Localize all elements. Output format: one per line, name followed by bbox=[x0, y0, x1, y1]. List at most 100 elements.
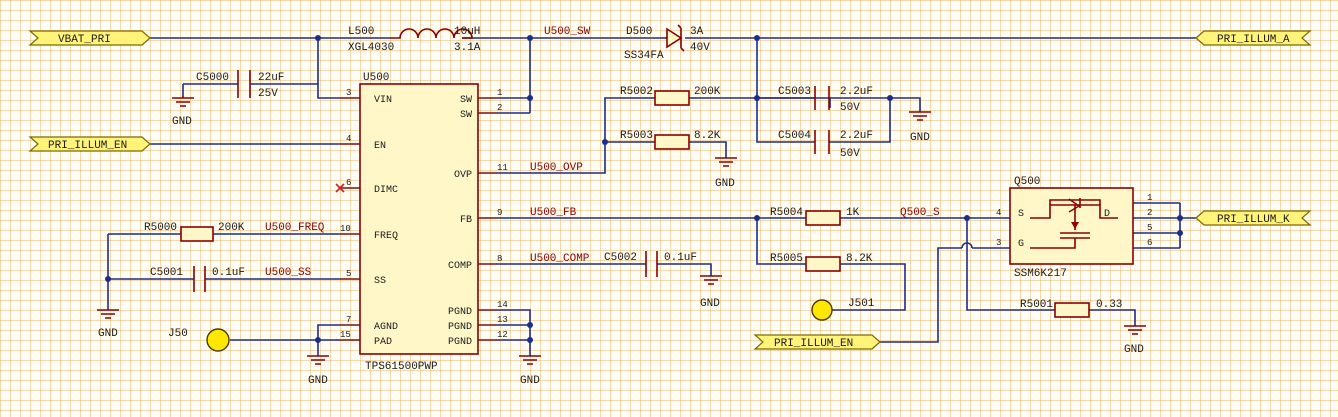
svg-text:GND: GND bbox=[1124, 344, 1144, 356]
port-pri-illum-a[interactable]: PRI_ILLUM_A bbox=[1195, 30, 1312, 46]
svg-text:SW: SW bbox=[460, 95, 472, 106]
svg-text:5: 5 bbox=[346, 269, 351, 279]
svg-text:FB: FB bbox=[460, 215, 472, 226]
port-pri-illum-en-bottom[interactable]: PRI_ILLUM_EN bbox=[753, 334, 881, 350]
svg-text:3.1A: 3.1A bbox=[454, 42, 481, 54]
svg-text:0.1uF: 0.1uF bbox=[212, 267, 245, 279]
svg-text:SS: SS bbox=[374, 276, 386, 287]
svg-text:0.33: 0.33 bbox=[1096, 299, 1122, 311]
svg-text:PRI_ILLUM_K: PRI_ILLUM_K bbox=[1217, 214, 1290, 226]
capacitor-c5000[interactable]: C5000 22uF 25V bbox=[196, 70, 284, 100]
inductor-l500[interactable]: L500 XGL4030 10uH 3.1A bbox=[348, 26, 481, 54]
svg-text:3: 3 bbox=[346, 88, 351, 98]
mosfet-part: SSM6K217 bbox=[1014, 268, 1067, 280]
capacitor-c5004[interactable]: C5004 2.2uF 50V bbox=[778, 130, 873, 160]
svg-text:SW: SW bbox=[460, 110, 472, 121]
resistor-r5002[interactable]: R5002 200K bbox=[620, 86, 721, 106]
svg-text:50V: 50V bbox=[840, 148, 860, 160]
ground-r5003: GND bbox=[715, 157, 737, 190]
svg-text:C5000: C5000 bbox=[196, 72, 229, 84]
ic-u500[interactable]: U500 TPS61500PWP 3 4 6 10 5 7 15 VIN EN … bbox=[340, 72, 508, 373]
port-vbat-pri[interactable]: VBAT_PRI bbox=[28, 30, 151, 46]
svg-text:15: 15 bbox=[340, 330, 351, 340]
svg-text:PGND: PGND bbox=[448, 307, 472, 318]
svg-text:12: 12 bbox=[497, 330, 508, 340]
svg-text:S: S bbox=[1018, 209, 1024, 220]
svg-text:R5000: R5000 bbox=[144, 222, 177, 234]
ground-agnd: GND bbox=[307, 355, 329, 387]
capacitor-c5002[interactable]: C5002 0.1uF bbox=[604, 251, 697, 277]
capacitor-c5003[interactable]: C5003 2.2uF 50V bbox=[778, 86, 873, 114]
svg-text:6: 6 bbox=[346, 178, 351, 188]
svg-text:2.2uF: 2.2uF bbox=[840, 86, 873, 98]
diode-d500[interactable]: D500 SS34FA 3A 40V bbox=[624, 24, 710, 62]
testpoint-j501[interactable]: J501 bbox=[811, 298, 875, 321]
ground-r5001: GND bbox=[1124, 325, 1146, 356]
svg-text:R5005: R5005 bbox=[770, 253, 803, 265]
svg-text:C5002: C5002 bbox=[604, 252, 637, 264]
svg-text:COMP: COMP bbox=[448, 261, 472, 272]
svg-text:R5002: R5002 bbox=[620, 86, 653, 98]
svg-text:GND: GND bbox=[700, 298, 720, 310]
svg-text:SS34FA: SS34FA bbox=[624, 50, 664, 62]
svg-text:PGND: PGND bbox=[448, 337, 472, 348]
resistor-r5001[interactable]: R5001 0.33 bbox=[1020, 299, 1122, 318]
capacitor-c5001[interactable]: C5001 0.1uF bbox=[150, 266, 245, 292]
svg-text:DIMC: DIMC bbox=[374, 185, 398, 196]
resistor-r5005[interactable]: R5005 8.2K bbox=[770, 253, 873, 272]
ground-left: GND bbox=[97, 309, 119, 340]
svg-text:PRI_ILLUM_EN: PRI_ILLUM_EN bbox=[774, 338, 853, 350]
svg-text:0.1uF: 0.1uF bbox=[664, 252, 697, 264]
ground-caps: GND bbox=[909, 111, 931, 144]
net-label-freq: U500_FREQ bbox=[265, 222, 325, 234]
resistor-r5004[interactable]: R5004 1K bbox=[770, 207, 860, 226]
svg-text:GND: GND bbox=[520, 375, 540, 387]
svg-text:22uF: 22uF bbox=[258, 72, 284, 84]
svg-text:EN: EN bbox=[374, 141, 386, 152]
svg-text:R5001: R5001 bbox=[1020, 299, 1053, 311]
ground-c5000: GND bbox=[172, 96, 194, 128]
svg-text:PRI_ILLUM_EN: PRI_ILLUM_EN bbox=[48, 140, 127, 152]
svg-text:13: 13 bbox=[497, 315, 508, 325]
port-pri-illum-en-left[interactable]: PRI_ILLUM_EN bbox=[28, 136, 151, 152]
svg-text:J50: J50 bbox=[168, 328, 188, 340]
net-label-comp: U500_COMP bbox=[530, 253, 590, 265]
svg-text:2: 2 bbox=[1147, 208, 1152, 218]
resistor-r5003[interactable]: R5003 8.2K bbox=[620, 130, 721, 150]
svg-text:200K: 200K bbox=[694, 86, 721, 98]
svg-text:FREQ: FREQ bbox=[374, 231, 398, 242]
port-pri-illum-k[interactable]: PRI_ILLUM_K bbox=[1195, 210, 1312, 226]
svg-text:8.2K: 8.2K bbox=[846, 253, 873, 265]
svg-text:GND: GND bbox=[308, 375, 328, 387]
net-label-ovp: U500_OVP bbox=[530, 162, 583, 174]
svg-text:1: 1 bbox=[1147, 193, 1152, 203]
svg-text:C5004: C5004 bbox=[778, 130, 811, 142]
resistor-r5000[interactable]: R5000 200K bbox=[144, 222, 245, 242]
svg-text:4: 4 bbox=[346, 134, 351, 144]
svg-text:3A: 3A bbox=[690, 26, 704, 38]
svg-text:PRI_ILLUM_A: PRI_ILLUM_A bbox=[1217, 34, 1290, 46]
svg-text:XGL4030: XGL4030 bbox=[348, 42, 394, 54]
testpoint-j50[interactable]: J50 bbox=[168, 328, 230, 352]
svg-text:D500: D500 bbox=[626, 26, 652, 38]
svg-text:25V: 25V bbox=[258, 88, 278, 100]
svg-text:8.2K: 8.2K bbox=[694, 130, 721, 142]
svg-text:5: 5 bbox=[1147, 223, 1152, 233]
svg-text:GND: GND bbox=[98, 328, 118, 340]
svg-text:50V: 50V bbox=[840, 102, 860, 114]
wires bbox=[107, 37, 1196, 356]
ic-ref: U500 bbox=[363, 72, 389, 84]
svg-text:3: 3 bbox=[996, 238, 1001, 248]
svg-text:PAD: PAD bbox=[374, 337, 392, 348]
svg-text:AGND: AGND bbox=[374, 322, 398, 333]
mosfet-q500[interactable]: Q500 SSM6K217 S G D 4 3 1 2 5 6 bbox=[996, 176, 1152, 280]
svg-text:4: 4 bbox=[996, 208, 1001, 218]
svg-text:VBAT_PRI: VBAT_PRI bbox=[58, 34, 111, 46]
net-label-fb: U500_FB bbox=[530, 207, 577, 219]
svg-text:1: 1 bbox=[497, 88, 502, 98]
svg-text:200K: 200K bbox=[218, 222, 245, 234]
svg-text:G: G bbox=[1018, 239, 1024, 250]
svg-text:7: 7 bbox=[346, 315, 351, 325]
svg-text:2: 2 bbox=[497, 103, 502, 113]
